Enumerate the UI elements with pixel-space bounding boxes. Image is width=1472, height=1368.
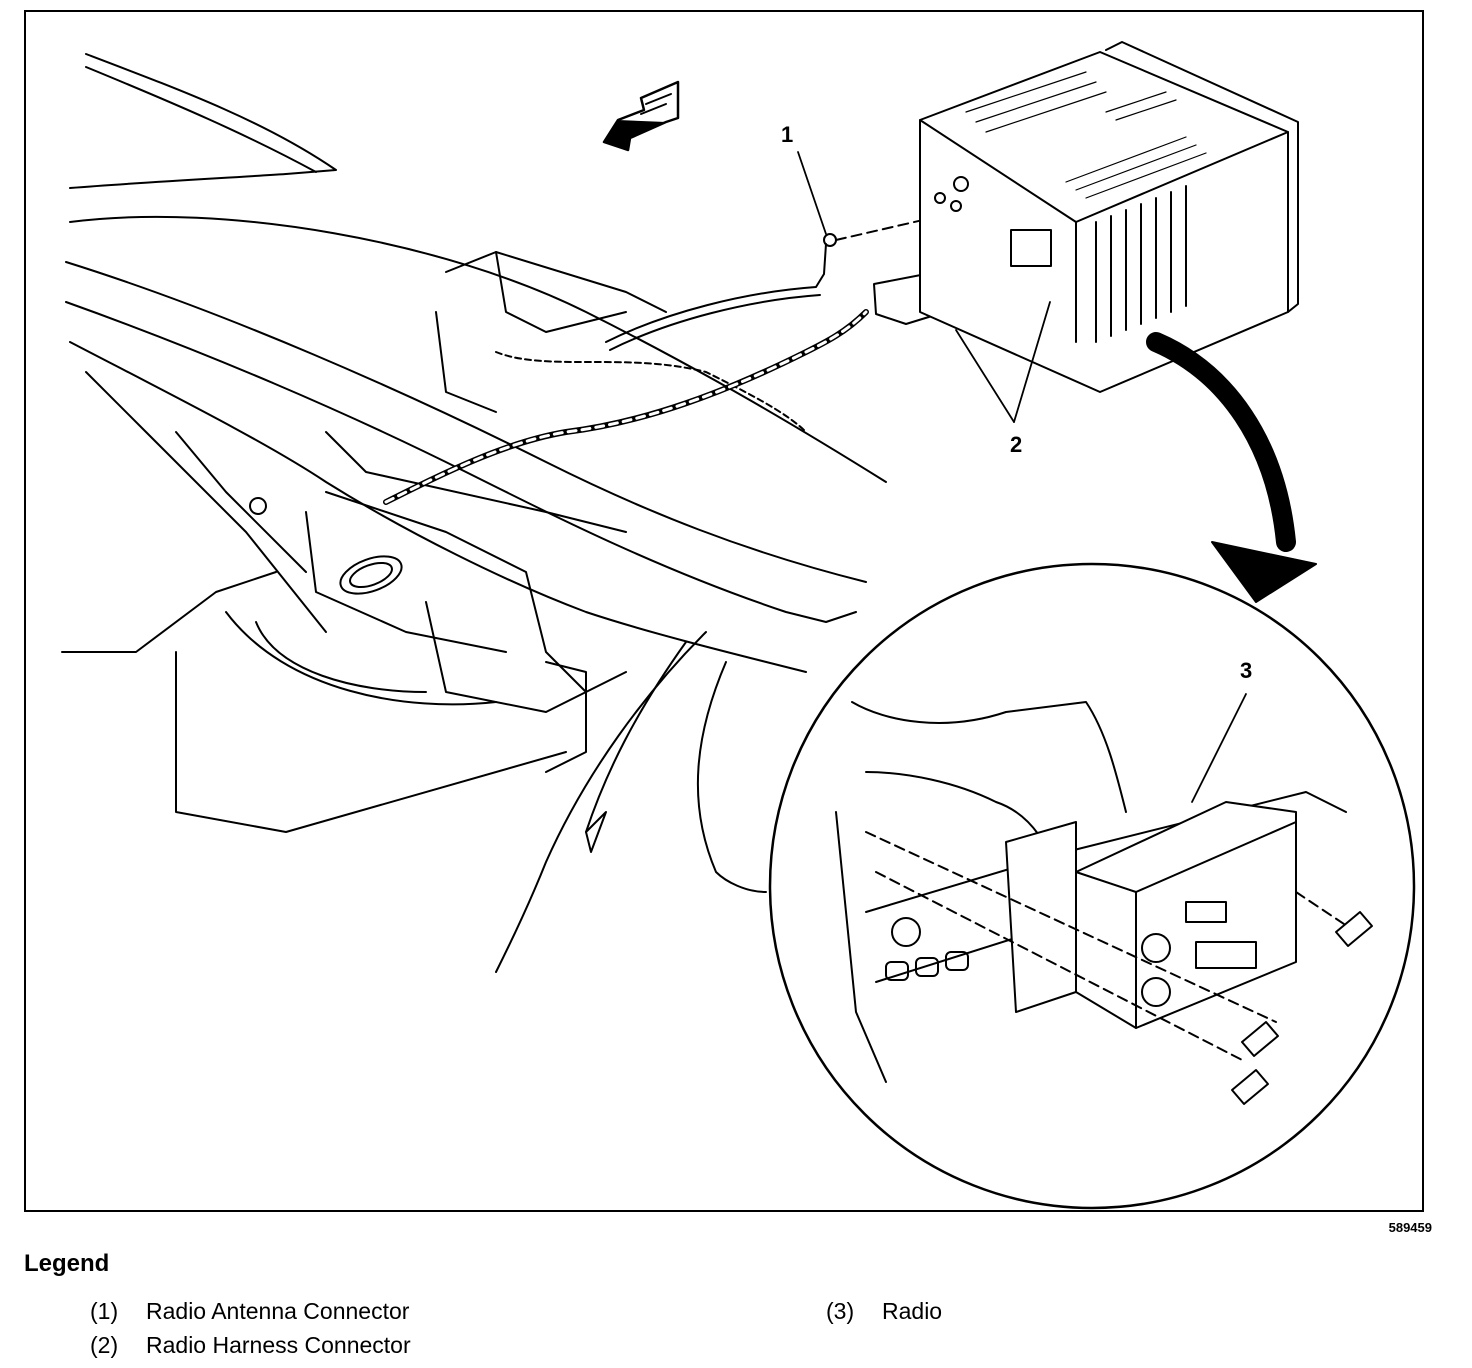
callout-leaders [797,151,1247,803]
callout-2: 2 [1010,432,1023,457]
mounting-bolt-icon [1231,911,1373,1105]
legend-item: (3) Radio [826,1298,942,1325]
legend-title: Legend [24,1250,110,1277]
legend-item-label: Radio Antenna Connector [146,1298,410,1324]
legend-item-number: (2) [90,1332,119,1358]
legend-item-label: Radio Harness Connector [146,1332,411,1358]
figure-frame: 1 2 3 [24,10,1424,1212]
forward-direction-arrow [602,80,680,152]
callout-1: 1 [781,122,794,147]
install-direction-arrow [1146,332,1317,603]
radio-removal-illustration [61,41,1416,1210]
callout-3: 3 [1240,658,1253,683]
figure-id: 589459 [1388,1220,1432,1235]
legend-item-label: Radio [882,1298,943,1324]
radio-unit-installed [1005,801,1297,1029]
radio-installed-inset [768,562,1416,1210]
legend-item-number: (1) [90,1298,119,1324]
legend-item-number: (3) [826,1298,855,1324]
heat-sink-fins [1095,185,1187,343]
vent-grille [965,71,1207,199]
radio-unit-removed [919,41,1299,393]
legend-item: (1) Radio Antenna Connector [90,1298,409,1325]
instrument-panel-outline [61,53,887,973]
legend-item: (2) Radio Harness Connector [90,1332,411,1359]
